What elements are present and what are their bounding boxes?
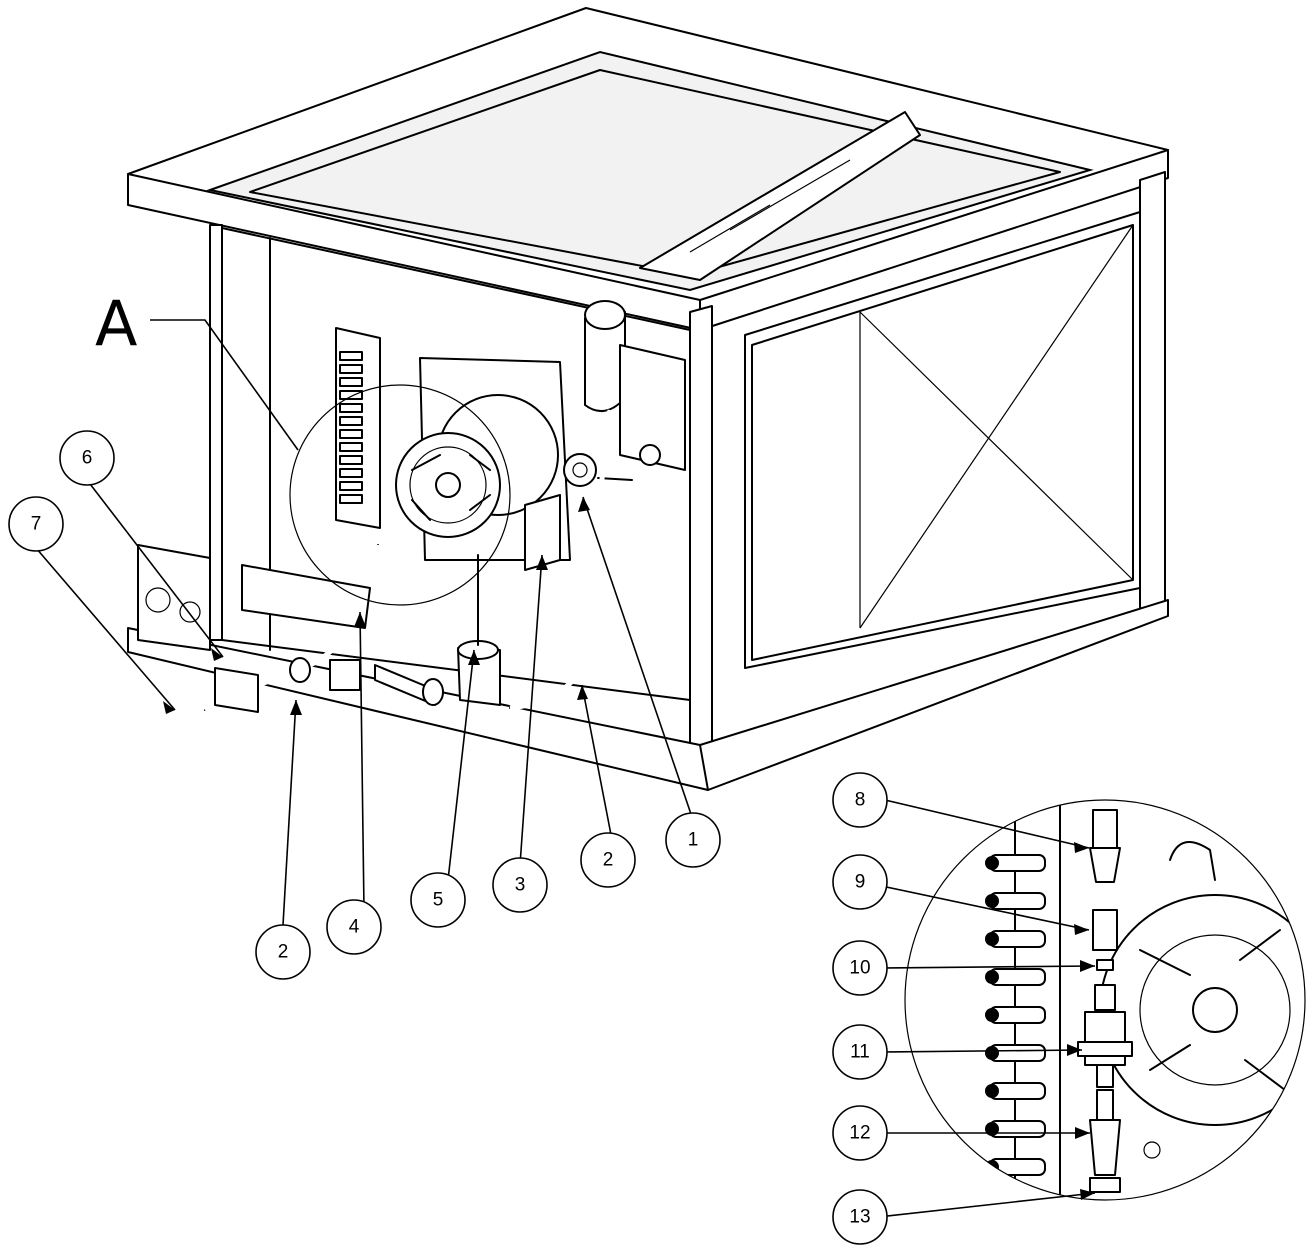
callout-7: 7: [8, 496, 64, 552]
callout-2b: 2: [580, 832, 636, 888]
callout-5: 5: [410, 872, 466, 928]
callout-6-label: 6: [82, 448, 93, 469]
terminal-stud: [339, 481, 363, 491]
terminal-stud: [339, 494, 363, 504]
callout-2a: 2: [255, 924, 311, 980]
callout-12-label: 12: [849, 1123, 870, 1144]
detail-view: [904, 799, 1306, 1201]
callout-9-label: 9: [855, 872, 866, 893]
callout-2b-label: 2: [603, 850, 614, 871]
terminal-stud: [339, 377, 363, 387]
callout-9: 9: [832, 854, 888, 910]
blower-assembly: [395, 357, 633, 571]
terminal-stud: [339, 416, 363, 426]
exhaust-pipe: [584, 300, 686, 471]
callout-12: 12: [832, 1105, 888, 1161]
detail-terminal-cap: [985, 1008, 999, 1022]
detail-terminal-cap: [985, 1046, 999, 1060]
callout-4: 4: [326, 899, 382, 955]
callout-1: 1: [665, 812, 721, 868]
callout-3-label: 3: [515, 875, 526, 896]
terminal-stud: [339, 429, 363, 439]
callout-8-label: 8: [855, 790, 866, 811]
callout-7-label: 7: [31, 514, 42, 535]
callout-1-label: 1: [688, 830, 699, 851]
detail-label: A: [95, 287, 137, 360]
callout-11: 11: [832, 1024, 888, 1080]
callout-6: 6: [59, 430, 115, 486]
terminal-stud: [339, 455, 363, 465]
terminal-stud: [339, 403, 363, 413]
terminal-stud: [339, 351, 363, 361]
terminal-stud: [339, 442, 363, 452]
detail-a-marker: [289, 384, 511, 606]
callout-13: 13: [832, 1189, 888, 1245]
callout-5-label: 5: [433, 890, 444, 911]
terminal-stud: [339, 468, 363, 478]
callout-2a-label: 2: [278, 942, 289, 963]
callout-8: 8: [832, 772, 888, 828]
callout-10: 10: [832, 940, 888, 996]
drain-parts: [137, 544, 501, 713]
callout-11-label: 11: [850, 1042, 870, 1063]
callout-4-label: 4: [349, 917, 360, 938]
detail-terminal-cap: [985, 970, 999, 984]
terminal-strip: [335, 327, 381, 529]
detail-terminal-cap: [985, 932, 999, 946]
detail-terminal-cap: [985, 1084, 999, 1098]
detail-terminal-cap: [985, 894, 999, 908]
terminal-stud: [339, 364, 363, 374]
arrowheads: [163, 497, 1095, 1200]
detail-terminal-cap: [985, 1122, 999, 1136]
detail-a-leader: [150, 319, 299, 451]
callout-3: 3: [492, 857, 548, 913]
filter-panel: [744, 211, 1141, 669]
callout-10-label: 10: [849, 958, 870, 979]
detail-terminal-cap: [985, 856, 999, 870]
terminal-stud: [339, 390, 363, 400]
leaders: [35, 479, 1096, 1218]
callout-13-label: 13: [849, 1207, 870, 1228]
unit-frame: [127, 7, 1169, 791]
